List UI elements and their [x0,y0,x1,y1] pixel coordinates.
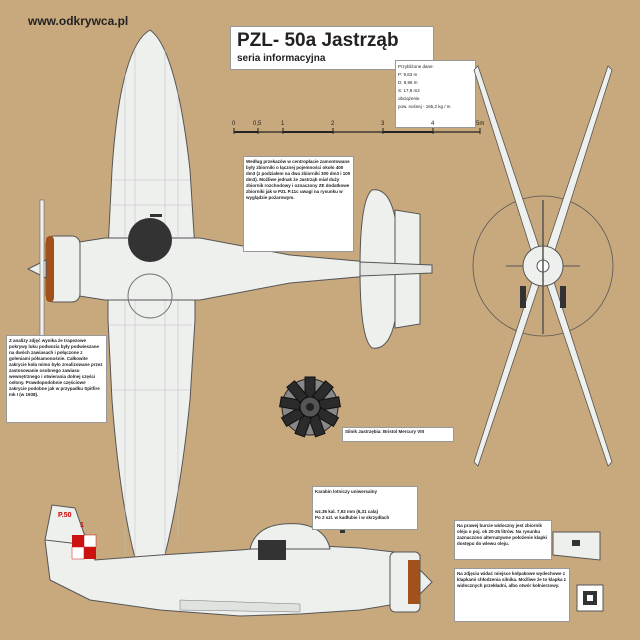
page-title: PZL- 50a Jastrząb [237,30,399,51]
wheel-well-icon [128,218,172,262]
guns-line: Po 2 szt. w kadłubie i w skrzydłach [315,515,390,520]
detail-inset-oil [552,531,601,561]
spec-line: D: 8,96 m [398,80,418,85]
propeller-disc [472,195,614,337]
wheel-well-open [127,273,173,319]
side-cowling-ring [408,560,420,604]
guns-box: Karabin lotniczy uniwersalny wz.36 kal. … [312,486,418,530]
front-view [472,65,614,467]
note-exhaust: Na zdjęciu widać miejsce kołpakowe wydec… [454,568,570,622]
scale-label: 0 [232,121,236,127]
side-marking-number: 1 [80,522,84,529]
detail-inset-exhaust [576,584,604,612]
scale-bar [233,128,481,134]
scale-label: 0,5 [253,121,262,127]
guns-heading: Karabin lotniczy uniwersalny [315,489,378,494]
spec-line: obciążenie [398,96,420,101]
note-landing-gear: Z analizy zdjęć wynika że trapezowe pokr… [6,335,107,423]
wing-planform [107,29,196,602]
page-subtitle: seria informacyjna [237,53,326,64]
spec-line: pow. nośnej - 165,2 kg / m [398,104,451,109]
engine-label: Silnik Jastrzębia: Bristol Mercury VIII [342,427,454,442]
scale-label: 4 [431,121,435,127]
top-view [26,29,433,602]
spec-line: P: 9,63 m [398,72,418,77]
side-view [44,504,433,617]
note-oil-tank: Na prawej burcie widoczny jest zbiornik … [454,520,552,560]
guns-line: wz.36 kal. 7,92 mm (6,31 cala) [315,509,379,514]
spec-heading: Przybliżone dane: [398,64,434,69]
note-fuel-tanks: Według przekazów w centropłacie zamontow… [243,156,354,252]
spec-line: S: 17,8 m2 [398,88,420,93]
checkerboard-insignia [71,534,97,560]
scale-label: 2 [331,121,335,127]
side-marking-code: P.50 [58,512,72,519]
scale-label: 5m [476,121,485,127]
radial-engine-icon [279,376,341,438]
site-watermark: www.odkrywca.pl [28,14,129,28]
scale-label: 1 [281,121,285,127]
cowling-front-ring [46,236,54,302]
cockpit-opening [258,540,286,560]
spec-box: Przybliżone dane: P: 9,63 m D: 8,96 m S:… [395,60,476,128]
propeller [39,199,45,339]
scale-label: 3 [381,121,385,127]
